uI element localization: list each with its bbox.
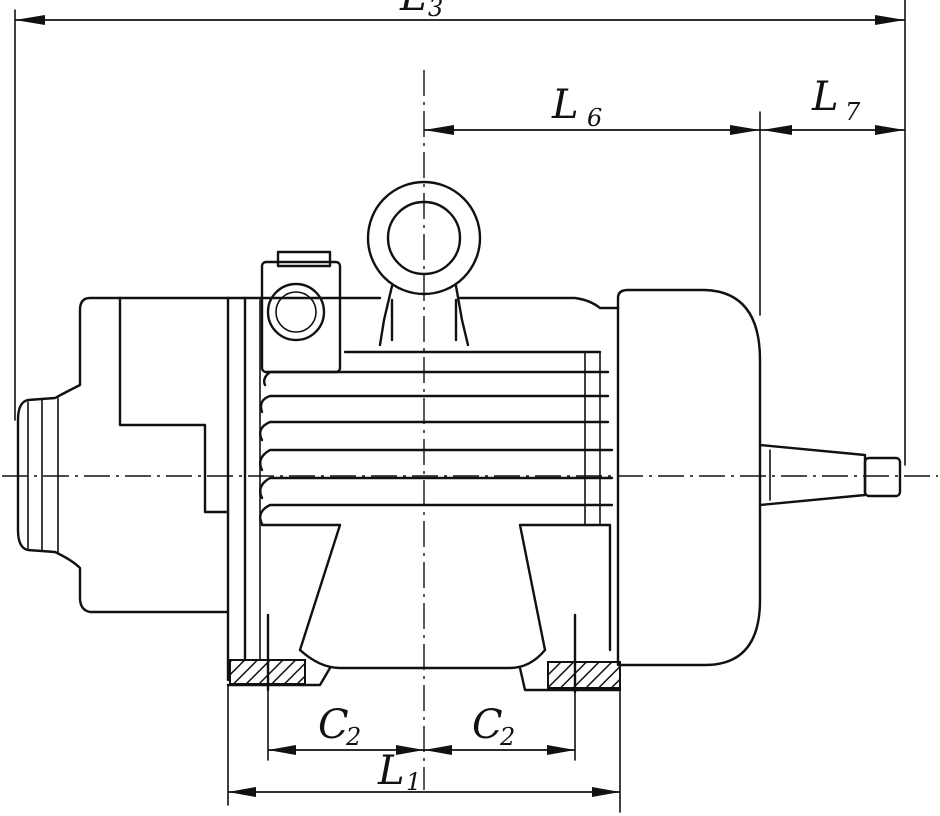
dimension-c2: C 2 C 2	[267, 689, 576, 761]
dim-sub-l6: 6	[587, 104, 602, 132]
dim-label-c2-right: C	[472, 702, 503, 748]
dim-sub-overall: 3	[428, 0, 443, 22]
motor-body	[16, 180, 902, 694]
dim-sub-l7: 7	[845, 98, 861, 126]
dim-sub-c2-right: 2	[499, 723, 515, 751]
dim-label-l6: L	[551, 82, 579, 128]
dimension-l6-l7: L 6 L 7	[424, 74, 905, 316]
dim-label-l1: L	[377, 748, 405, 794]
dim-label-c2-left: C	[318, 702, 349, 748]
dimension-l1: L 1	[227, 684, 621, 813]
dimension-overall: L 3	[14, 0, 906, 466]
dim-sub-c2-left: 2	[345, 723, 361, 751]
dim-label-l7: L	[811, 74, 839, 120]
dim-sub-l1: 1	[406, 768, 421, 796]
dim-label-overall: L	[399, 0, 427, 20]
